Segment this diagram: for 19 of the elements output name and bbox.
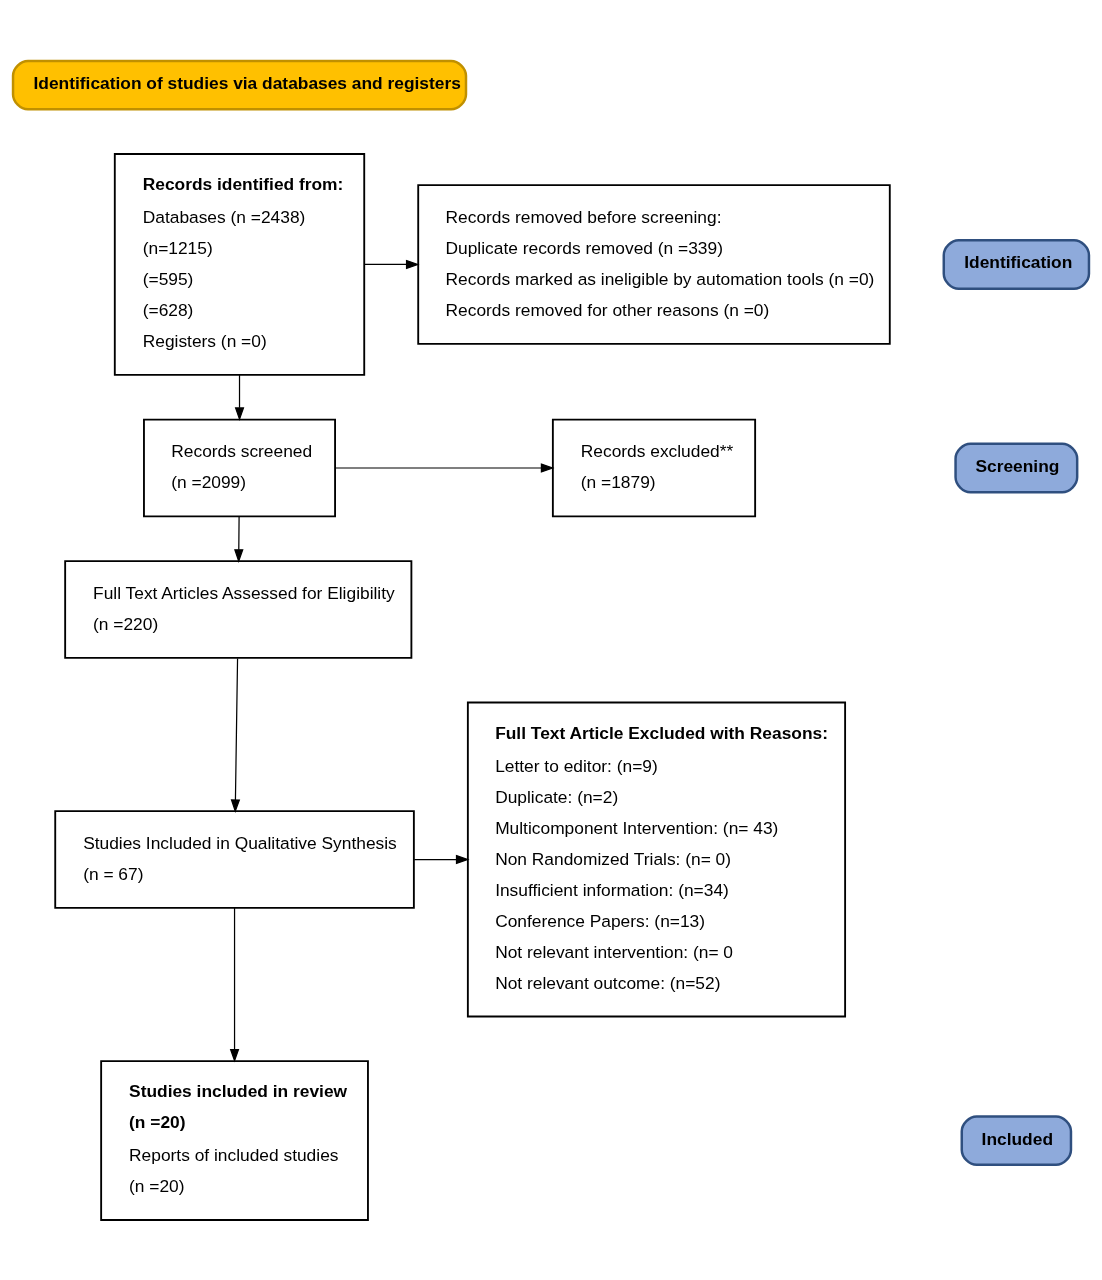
arrow [334,462,555,473]
node-box: Records screened (n =2099) [143,418,336,517]
arrow [229,906,240,1063]
arrow [234,373,245,421]
node-box: Records excluded** (n =1879) [551,418,757,517]
node-box: Studies included in review (n =20) Reports of included studies (n =20) [100,1059,369,1221]
node-box: Records identified from: Databases (n =2438) (n=1215) (=595) (=628) Registers (n =0) [113,152,366,376]
node-box: Studies Included in Qualitative Synthesis (n = 67) [54,809,415,909]
arrow [230,657,241,813]
node-box: Included [960,1114,1073,1166]
node-box: Identification of studies via databases and registers [11,59,468,111]
arrow [234,515,244,563]
arrow [413,854,470,864]
node-box: Full Text Article Excluded with Reasons: Letter to editor: (n=9) Duplicate: (n=2) Multicomponent Intervention: (n= 43) Non Randomized Trials: (n= 0) Insufficient information: (n=34) Conference Papers: (n=13) Not relevant intervention: (n= 0 Not relevant outcome: (n=52) [466,701,847,1017]
node-box: Records removed before screening: Duplicate records removed (n =339) Records marked as ineligible by automation tools (n =0) Records removed for other reasons (n =0) [417,183,891,345]
arrow [363,259,420,269]
node-box: Screening [954,442,1079,493]
node-box: Full Text Articles Assessed for Eligibility (n =220) [64,559,413,659]
node-box: Identification [942,238,1091,290]
